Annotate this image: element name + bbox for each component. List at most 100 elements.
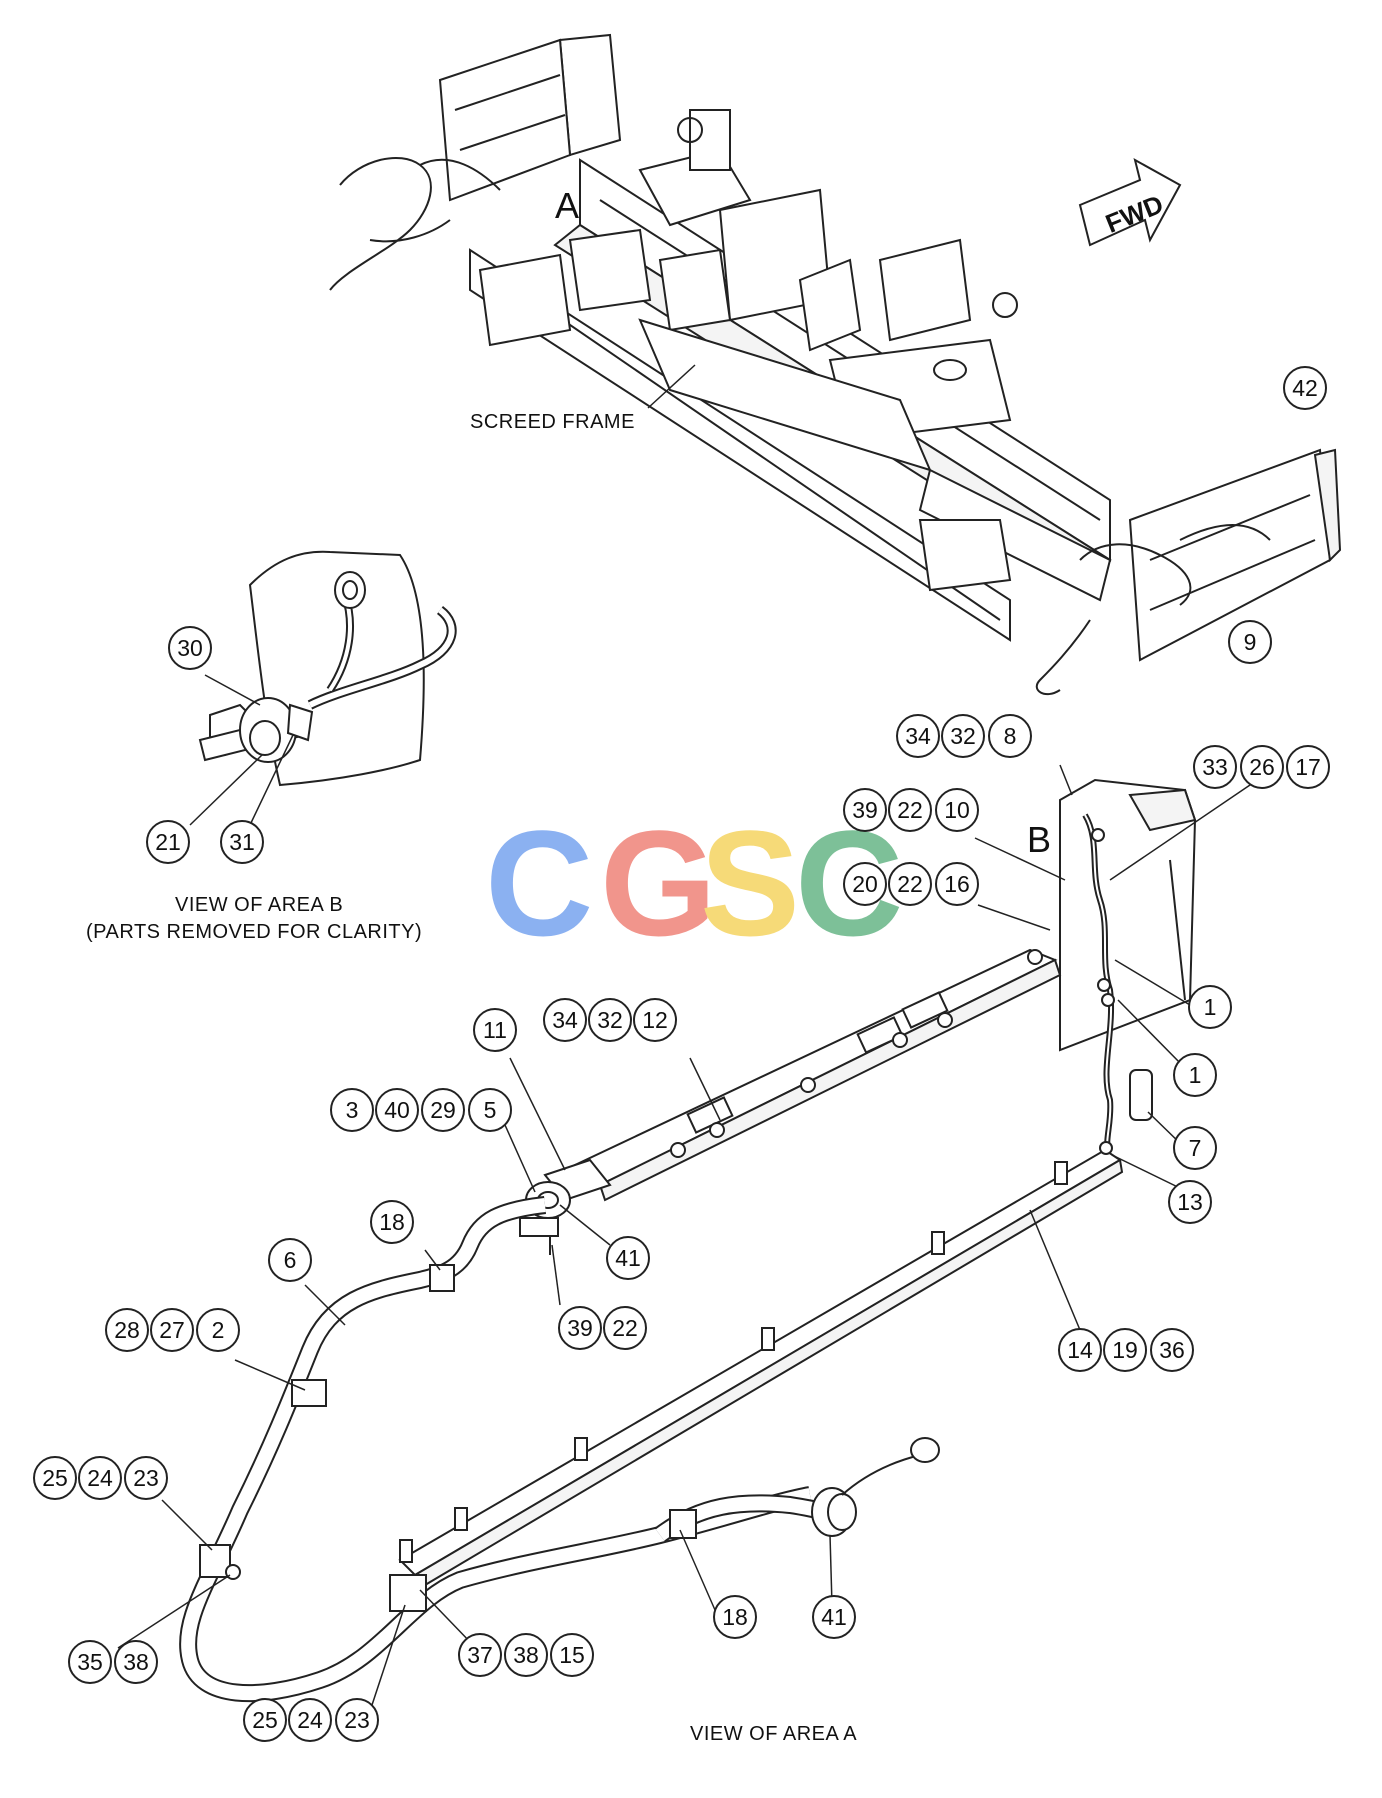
callout-number: 39 [852, 797, 878, 823]
callout-number: 31 [229, 829, 255, 855]
callout-number: 25 [42, 1465, 68, 1491]
screed-frame-drawing [329, 33, 1342, 696]
screed-frame-label: SCREED FRAME [470, 411, 635, 433]
callout-circle [935, 862, 979, 906]
callout-number: 1 [1204, 994, 1217, 1020]
callout-number: 39 [567, 1315, 593, 1341]
callout-number: 30 [177, 635, 203, 661]
callout-c11: 11 [473, 1008, 517, 1052]
callout-c32a: 32 [941, 714, 985, 758]
callout-c27: 27 [150, 1308, 194, 1352]
callout-number: 22 [897, 797, 923, 823]
callout-circle [1240, 745, 1284, 789]
callout-circle [843, 862, 887, 906]
callout-c36: 36 [1150, 1328, 1194, 1372]
callout-circle [330, 1088, 374, 1132]
callout-number: 12 [642, 1007, 668, 1033]
callout-number: 19 [1112, 1337, 1138, 1363]
callout-c2: 2 [196, 1308, 240, 1352]
callout-c21: 21 [146, 820, 190, 864]
callout-number: 3 [346, 1097, 359, 1123]
callout-c34b: 34 [543, 998, 587, 1042]
callout-c14: 14 [1058, 1328, 1102, 1372]
callout-c20: 20 [843, 862, 887, 906]
callout-c25b: 25 [243, 1698, 287, 1742]
callout-circle [146, 820, 190, 864]
callout-c13: 13 [1168, 1180, 1212, 1224]
callout-circle [988, 714, 1032, 758]
callout-c19: 19 [1103, 1328, 1147, 1372]
callout-number: 8 [1004, 723, 1017, 749]
callout-c9: 9 [1228, 620, 1272, 664]
callout-number: 13 [1177, 1189, 1203, 1215]
callout-circle [1188, 985, 1232, 1029]
callout-circle [558, 1306, 602, 1350]
callout-c33: 33 [1193, 745, 1237, 789]
callout-circle [458, 1633, 502, 1677]
callout-c22c: 22 [603, 1306, 647, 1350]
watermark-letter-2: G [600, 799, 717, 967]
callout-c1b: 1 [1173, 1053, 1217, 1097]
callout-c41b: 41 [812, 1595, 856, 1639]
cgsc-watermark: C G S C [485, 799, 903, 967]
callout-circle [713, 1595, 757, 1639]
callout-c3: 3 [330, 1088, 374, 1132]
callout-number: 38 [123, 1649, 149, 1675]
callout-c23a: 23 [124, 1456, 168, 1500]
area-b-detail-drawing [189, 550, 457, 826]
callout-circle [812, 1595, 856, 1639]
callout-c40: 40 [375, 1088, 419, 1132]
callout-circle [550, 1633, 594, 1677]
callout-circle [196, 1308, 240, 1352]
callout-circle [421, 1088, 465, 1132]
callout-c30: 30 [168, 626, 212, 670]
callout-c16: 16 [935, 862, 979, 906]
callout-number: 24 [87, 1465, 113, 1491]
callout-c38b: 38 [504, 1633, 548, 1677]
callout-circle [1173, 1126, 1217, 1170]
callout-number: 22 [612, 1315, 638, 1341]
callout-circle [1283, 366, 1327, 410]
callout-circle [168, 626, 212, 670]
callout-c10: 10 [935, 788, 979, 832]
callout-c37: 37 [458, 1633, 502, 1677]
callout-c29: 29 [421, 1088, 465, 1132]
callout-number: 23 [344, 1707, 370, 1733]
area-b-marker: B [1027, 819, 1051, 860]
callout-circle [468, 1088, 512, 1132]
callout-c26: 26 [1240, 745, 1284, 789]
callout-number: 42 [1292, 375, 1318, 401]
callout-number: 32 [950, 723, 976, 749]
callout-circle [504, 1633, 548, 1677]
callout-number: 32 [597, 1007, 623, 1033]
callout-circle [1173, 1053, 1217, 1097]
callout-circle [941, 714, 985, 758]
callout-number: 9 [1244, 629, 1257, 655]
callout-number: 36 [1159, 1337, 1185, 1363]
callout-circle [1150, 1328, 1194, 1372]
callout-number: 7 [1189, 1135, 1202, 1161]
callout-c28: 28 [105, 1308, 149, 1352]
callout-circle [78, 1456, 122, 1500]
callout-circle [935, 788, 979, 832]
callout-c22b: 22 [888, 862, 932, 906]
callout-number: 41 [615, 1245, 641, 1271]
callout-c8: 8 [988, 714, 1032, 758]
callout-c39b: 39 [558, 1306, 602, 1350]
view-area-b-title: VIEW OF AREA B [175, 894, 343, 916]
callout-number: 35 [77, 1649, 103, 1675]
callout-c22a: 22 [888, 788, 932, 832]
callout-c35: 35 [68, 1640, 112, 1684]
callout-c24a: 24 [78, 1456, 122, 1500]
callout-number: 10 [944, 797, 970, 823]
callout-c38a: 38 [114, 1640, 158, 1684]
callout-number: 33 [1202, 754, 1228, 780]
callout-number: 38 [513, 1642, 539, 1668]
callout-c7: 7 [1173, 1126, 1217, 1170]
callout-c17: 17 [1286, 745, 1330, 789]
callout-number: 23 [133, 1465, 159, 1491]
callout-number: 15 [559, 1642, 585, 1668]
callout-c1a: 1 [1188, 985, 1232, 1029]
forward-arrow-icon: FWD [1078, 158, 1182, 247]
